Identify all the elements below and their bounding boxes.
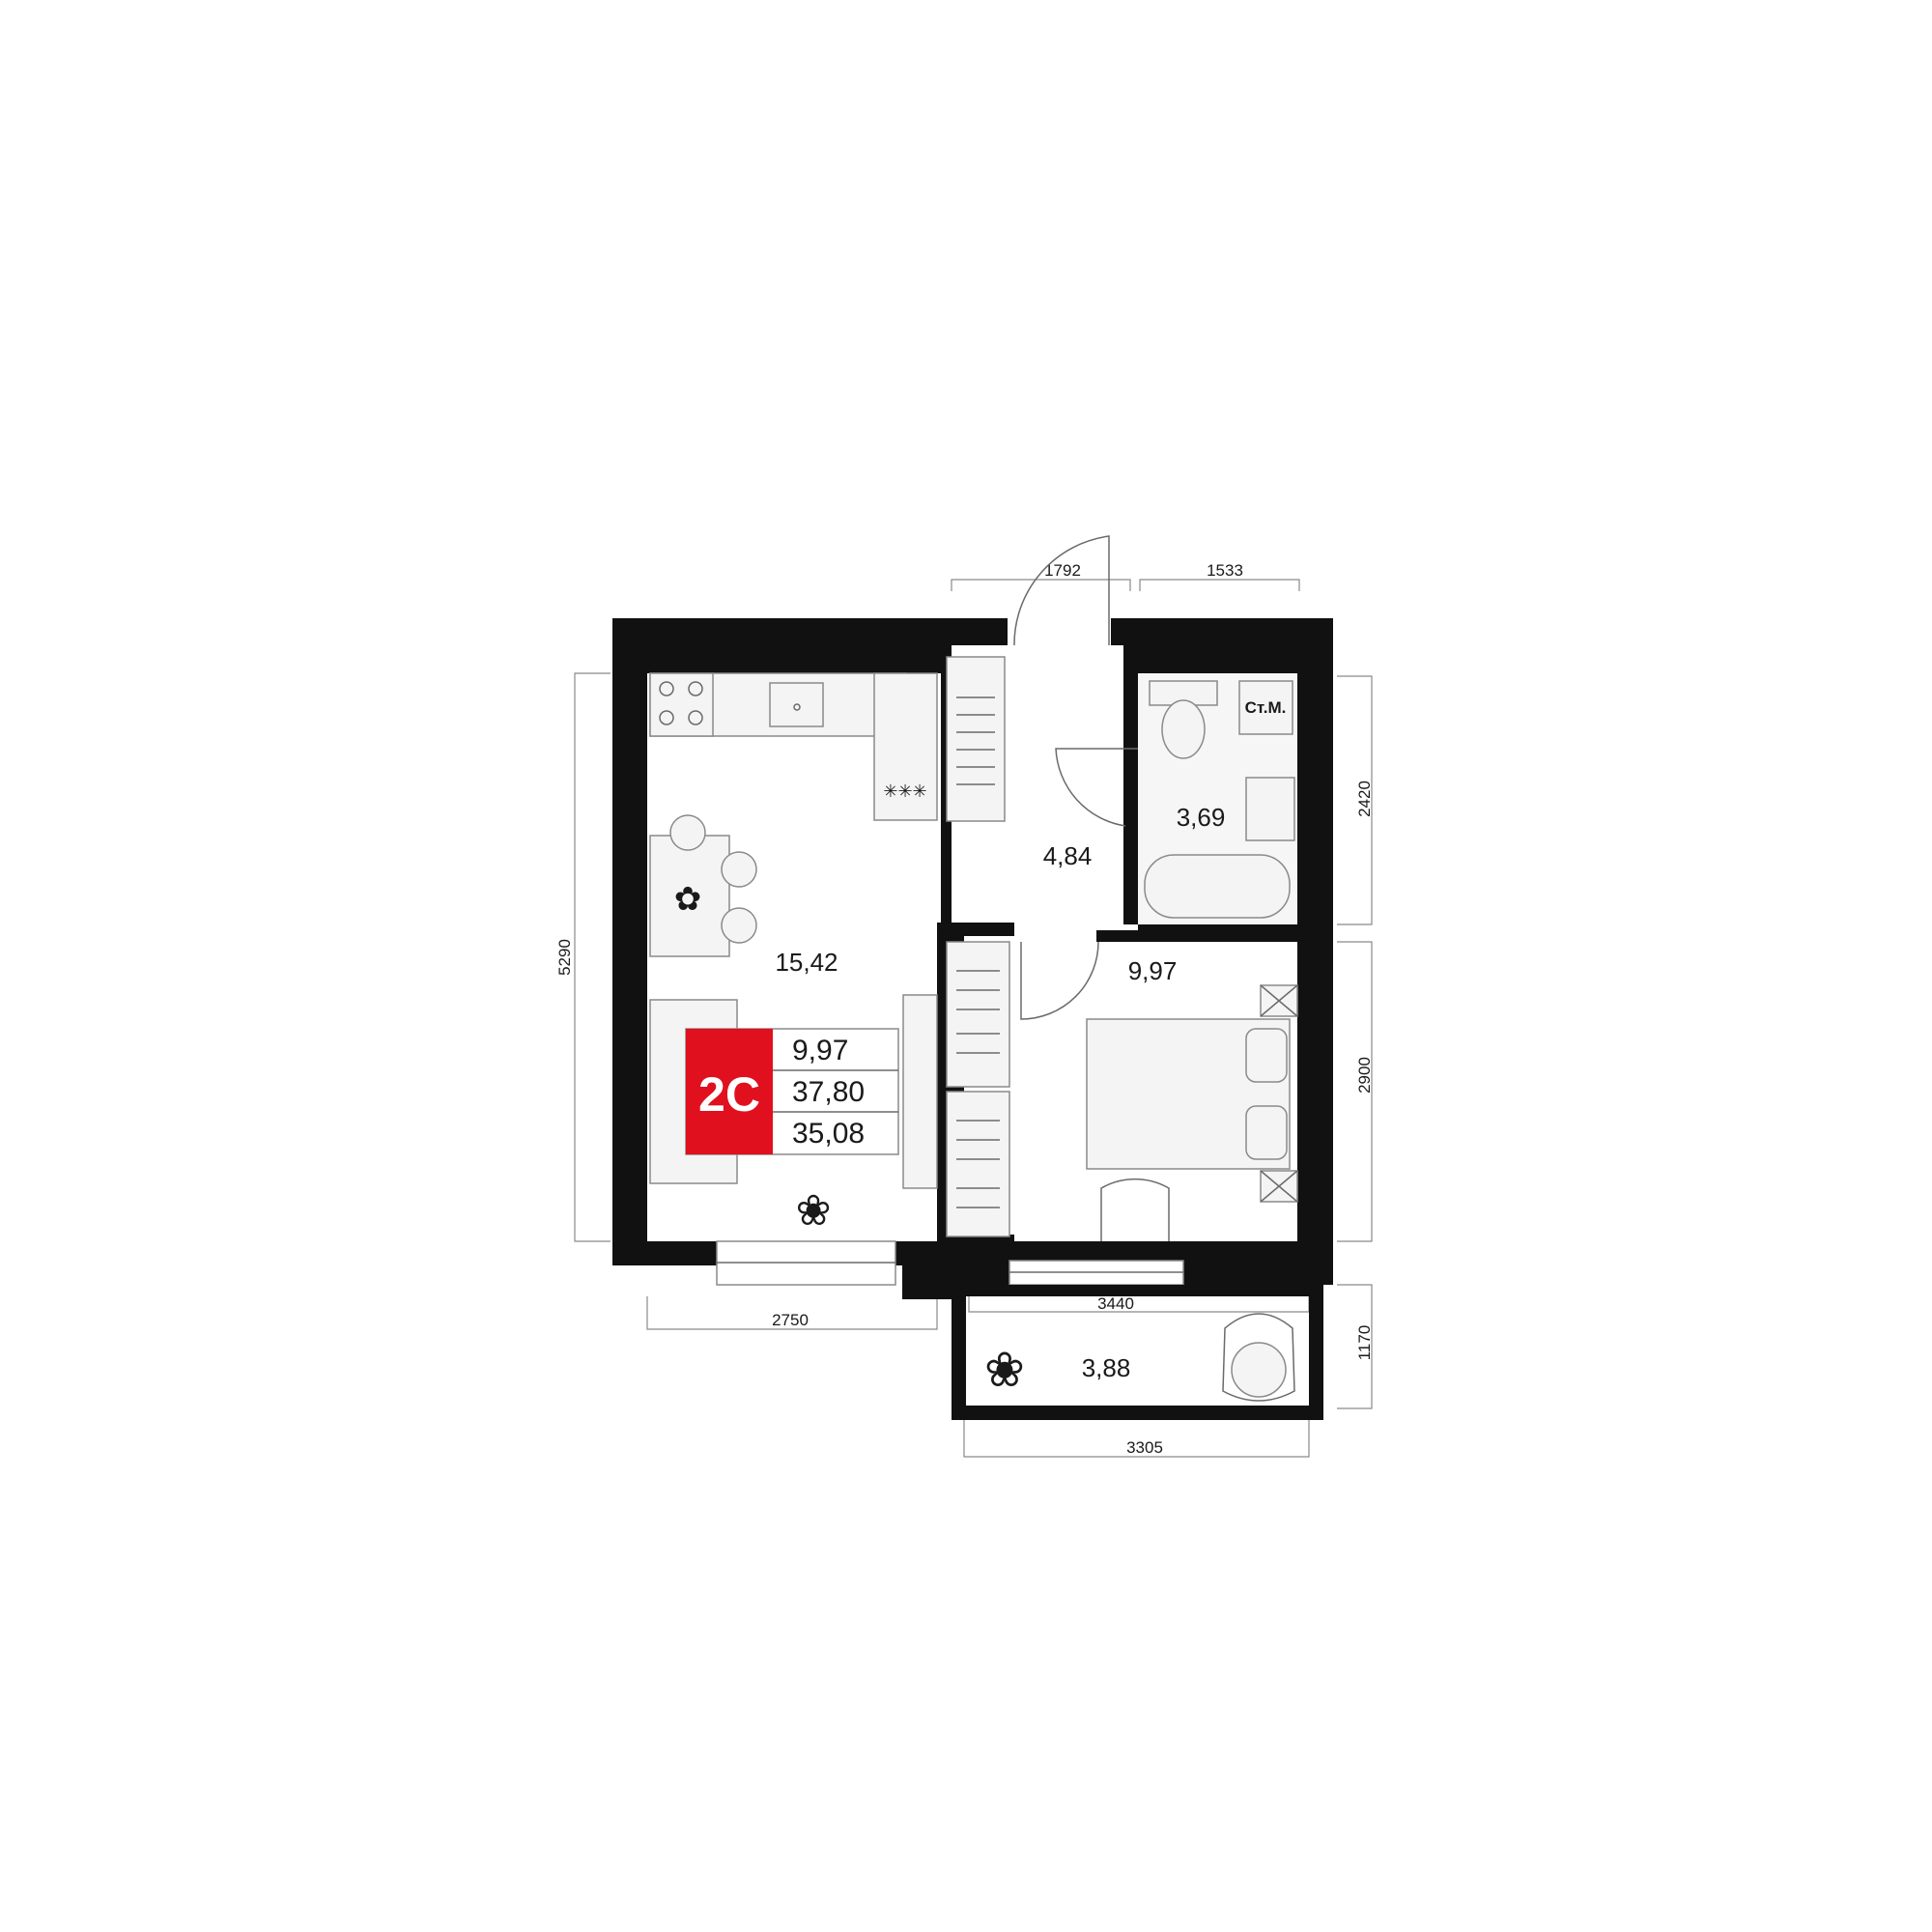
balcony-chair [1222, 1313, 1295, 1402]
plant-icon: ❀ [796, 1187, 832, 1235]
area-hall: 4,84 [1043, 841, 1093, 870]
burner-icon [659, 681, 674, 696]
burner-icon [688, 710, 703, 725]
dim-bottom-balcony: 3305 [1126, 1438, 1163, 1457]
chair [721, 907, 757, 944]
hanger-icons [956, 696, 995, 785]
bath-wall-corner [1111, 618, 1138, 645]
pillow [1245, 1028, 1288, 1083]
bedroom-top-wall-left [964, 923, 1014, 936]
dim-right-bedroom: 2900 [1355, 1057, 1374, 1094]
summary-badge: 2С 9,97 37,80 35,08 [685, 1028, 899, 1155]
burner-icon [688, 681, 703, 696]
fridge [873, 672, 938, 821]
total-area-value: 37,80 [792, 1076, 865, 1108]
dim-right-bath: 2420 [1355, 781, 1374, 817]
bathtub [1144, 854, 1291, 919]
dim-top-hall: 1792 [1044, 561, 1081, 580]
toilet [1161, 699, 1206, 759]
chair [721, 851, 757, 888]
living-area-value: 9,97 [792, 1035, 848, 1066]
cooktop [649, 672, 714, 737]
area-bathroom: 3,69 [1177, 803, 1226, 832]
bedroom-top-wall-right [1096, 930, 1297, 942]
snowflake-icon: ✳✳✳ [883, 781, 926, 801]
area-kitchen-living: 15,42 [775, 948, 838, 977]
area-without-balcony-value: 35,08 [792, 1118, 865, 1150]
bedroom-furniture [946, 941, 1298, 1237]
balcony-furniture: ❀ [984, 1313, 1295, 1402]
type-badge [686, 1029, 773, 1154]
hall-wardrobe [946, 656, 1006, 822]
doors [1013, 535, 1170, 1241]
dim-right-balcony: 1170 [1355, 1325, 1374, 1361]
bath-left-wall [1123, 645, 1138, 924]
area-bedroom: 9,97 [1128, 956, 1178, 985]
plant-icon: ❀ [984, 1343, 1025, 1397]
bath-sink [1245, 777, 1295, 841]
room-labels: 15,42 4,84 3,69 9,97 3,88 [775, 803, 1225, 1382]
area-balcony: 3,88 [1082, 1353, 1131, 1382]
hanger-icons [956, 970, 1000, 1208]
dining-table [649, 835, 730, 957]
bedroom-wardrobe-lower [946, 1091, 1010, 1237]
bedroom-window-door [1100, 1178, 1170, 1241]
washer-label: Ст.М. [1245, 698, 1287, 717]
bedroom-wardrobe-upper [946, 941, 1010, 1088]
chair [669, 814, 706, 851]
dim-left-height: 5290 [555, 939, 574, 976]
bathroom-furniture: Ст.М. [1138, 673, 1297, 924]
dimension-lines: 1792 1533 5290 2420 2900 1170 2750 3440 … [555, 561, 1374, 1458]
balcony-walls [952, 1285, 1323, 1420]
washer [1238, 680, 1293, 735]
bath-door [1055, 748, 1138, 827]
dim-bottom-bedroom: 3440 [1097, 1294, 1134, 1313]
type-label: 2С [698, 1067, 760, 1122]
plant-icon: ✿ [674, 881, 702, 918]
balcony-table [1231, 1342, 1287, 1398]
bedroom-door [1020, 941, 1099, 1020]
entry-door [1013, 535, 1110, 646]
burner-icon [659, 710, 674, 725]
dim-top-bath: 1533 [1207, 561, 1243, 580]
tv-stand [902, 994, 938, 1189]
pillow [1245, 1105, 1288, 1160]
drain-icon [793, 703, 801, 711]
dim-bottom-kitchen: 2750 [772, 1311, 809, 1329]
